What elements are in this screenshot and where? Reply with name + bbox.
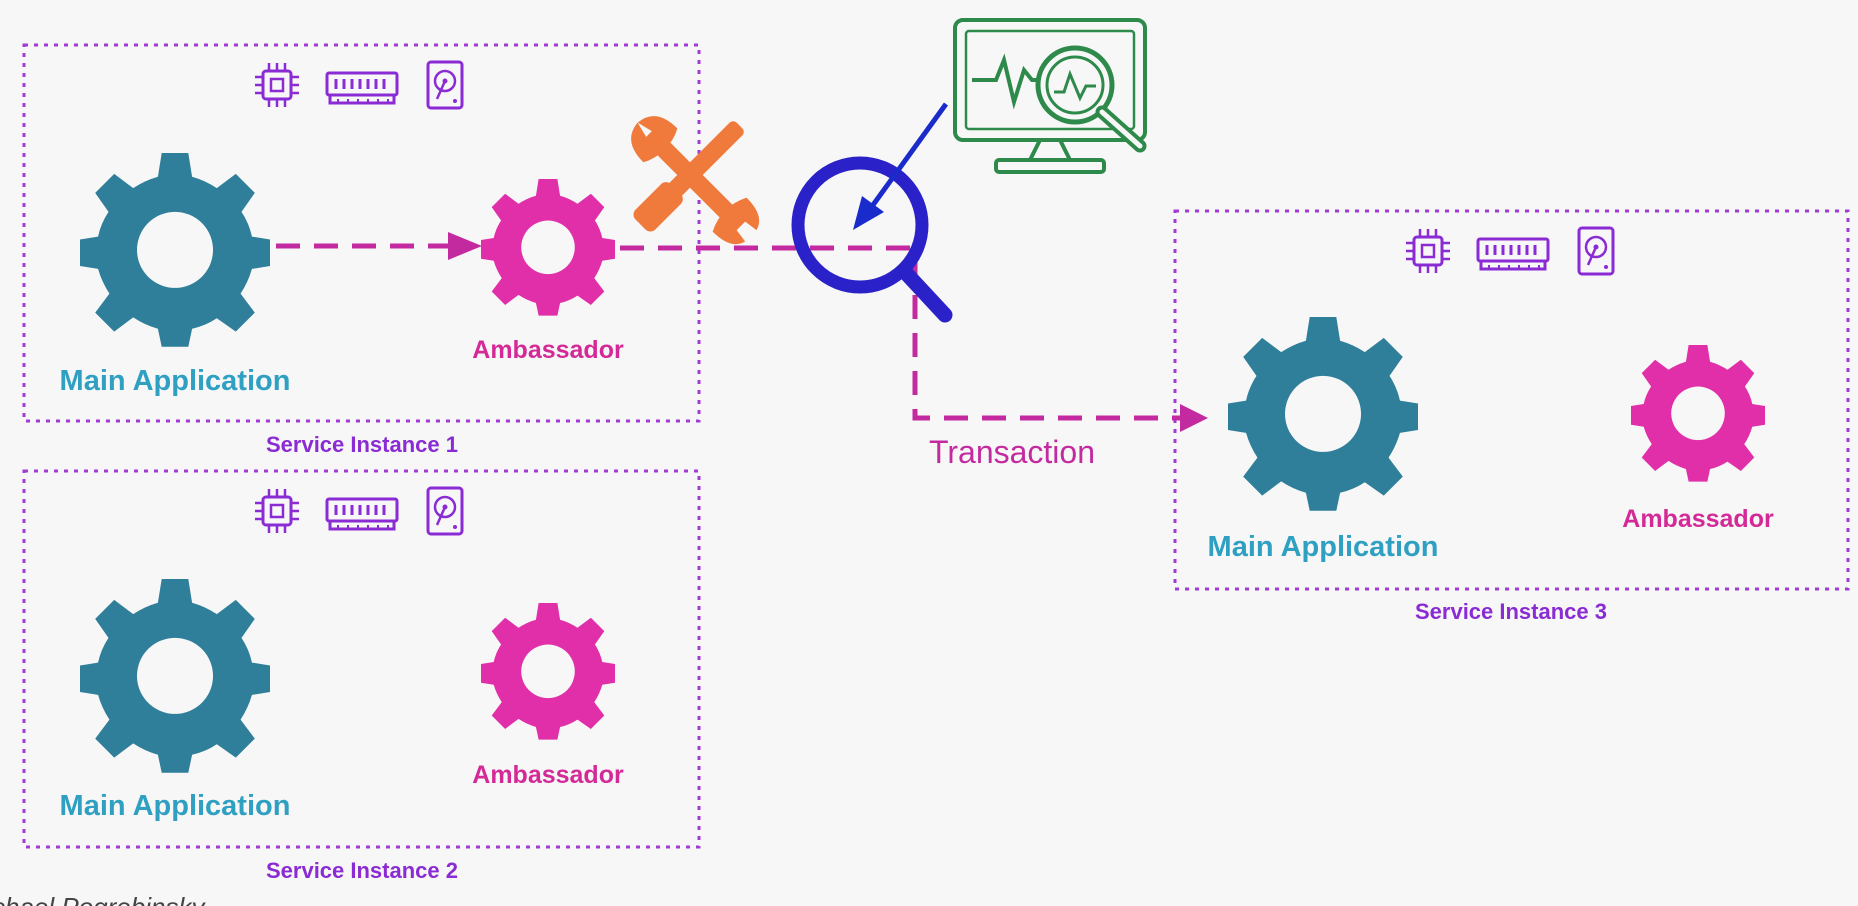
resource-icons-3 [1404, 226, 1615, 276]
main-application-gear-icon [79, 579, 270, 773]
service-instance-2-label: Service Instance 2 [266, 858, 458, 883]
service-instance-3: Main Application Ambassador Service Inst… [1173, 209, 1850, 624]
ram-icon [1476, 237, 1550, 271]
service-instance-2: Main Application Ambassador Service Inst… [22, 469, 701, 883]
ambassador-label: Ambassador [472, 761, 624, 789]
main-application-label: Main Application [1208, 531, 1439, 563]
instance-2-border [22, 469, 701, 849]
ram-icon [325, 71, 399, 105]
transaction-label: Transaction [929, 434, 1095, 470]
cpu-icon [1404, 227, 1452, 275]
ambassador-gear-icon [481, 179, 615, 316]
ambassador-gear-icon [481, 603, 615, 740]
main-application-gear-icon [79, 153, 270, 347]
wrench-screwdriver-icon [631, 116, 760, 245]
arrowhead-icon [448, 232, 482, 260]
main-application-label: Main Application [60, 365, 291, 397]
monitor-analytics-icon [953, 18, 1147, 174]
hard-disk-icon [426, 486, 464, 536]
connectors: Transaction [276, 232, 1208, 470]
hard-disk-icon [1577, 226, 1615, 276]
resource-icons-2 [253, 486, 464, 536]
ambassador-gear-icon [1631, 345, 1765, 482]
ambassador-label: Ambassador [1622, 505, 1774, 533]
service-instance-1-label: Service Instance 1 [266, 432, 458, 457]
cpu-icon [253, 487, 301, 535]
arrowhead-icon [1180, 404, 1208, 432]
transaction-connector [620, 245, 1180, 421]
cpu-icon [253, 61, 301, 109]
magnifier-icon [791, 156, 953, 323]
resource-icons-1 [253, 60, 464, 110]
service-instance-3-label: Service Instance 3 [1415, 599, 1607, 624]
ram-icon [325, 497, 399, 531]
ambassador-label: Ambassador [472, 336, 624, 364]
blue-arrow-icon [853, 102, 949, 230]
main-application-label: Main Application [60, 790, 291, 822]
instance-1-border [22, 43, 701, 423]
main-application-gear-icon [1228, 317, 1418, 511]
author-footer-text: chael Pogrebinsky [0, 892, 206, 906]
instance-3-border [1173, 209, 1850, 591]
service-instance-1: Main Application Ambassador Service Inst… [22, 43, 701, 457]
hard-disk-icon [426, 60, 464, 110]
